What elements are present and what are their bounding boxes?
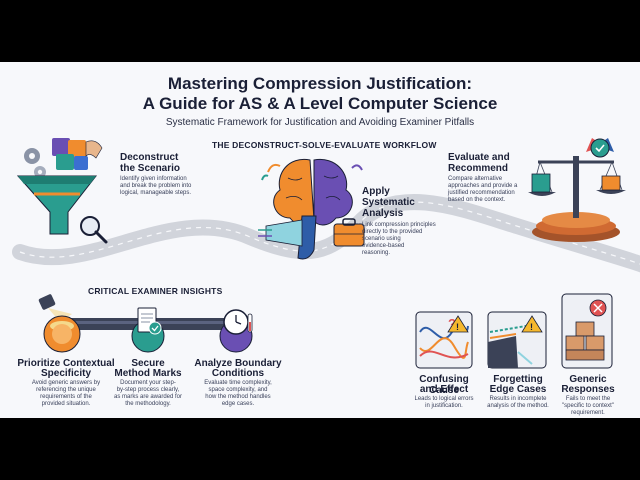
step-apply-desc-line3: scenario using [362, 236, 401, 242]
step-apply-desc-line5: reasoning. [362, 250, 391, 256]
insight-method-desc-line4: the methodology. [125, 401, 171, 407]
spotlight-icon [38, 294, 72, 322]
step-deconstruct-title-line1: Deconstruct [120, 152, 179, 163]
insight-boundary-desc-line4: edge cases. [221, 401, 255, 407]
cliff-edge-icon: ! [487, 311, 547, 369]
pitfall-generic-desc-line3: requirement. [571, 410, 605, 416]
pitfall-generic-title-line2: Responses [561, 384, 615, 395]
insight-contextual-title-line2: Specificity [40, 368, 92, 379]
funnel-puzzle-icon [16, 138, 108, 244]
step-evaluate-desc-line1: Compare alternative [448, 176, 503, 182]
insight-contextual-desc-line2: referencing the unique [36, 387, 96, 393]
generic-boxes-icon [561, 293, 613, 369]
insight-method-desc-line2: by-step process clearly, [116, 387, 180, 393]
step-evaluate-title-line2: Recommend [448, 163, 509, 174]
step-evaluate-title-line1: Evaluate and [448, 152, 510, 163]
step-apply-desc-line1: Link compression principles [362, 222, 436, 228]
insight-contextual-desc-line4: provided situation. [41, 401, 91, 407]
pitfall-cause-effect-title-line1: Confusing Cause [419, 374, 469, 396]
insight-method-desc-line3: as marks are awarded for [113, 394, 183, 400]
step-evaluate-desc-line3: justified recommendation [448, 190, 515, 196]
insight-boundary-desc-line3: how the method handles [205, 394, 271, 400]
boundary-clock-icon [219, 309, 253, 353]
insight-boundary-desc-line2: space complexity, and [208, 387, 268, 393]
pitfall-cause-effect-desc-line2: in justification. [425, 403, 463, 409]
brain-analysis-icon [258, 158, 365, 260]
pitfall-cause-effect-title-line2: and Effect [419, 384, 469, 395]
step-apply-title-line3: Analysis [362, 208, 404, 219]
insight-method-desc-line1: Document your step- [120, 380, 176, 386]
pitfall-generic-title-line1: Generic [569, 374, 607, 385]
insight-contextual-desc-line3: requirements of the [40, 394, 92, 400]
balance-scale-icon [528, 138, 626, 242]
svg-text:!: ! [456, 322, 459, 332]
step-deconstruct-title-line2: the Scenario [120, 163, 181, 174]
infographic-canvas: Mastering Compression Justification: A G… [0, 62, 640, 418]
step-apply-title-line2: Systematic [362, 197, 415, 208]
insight-method-title-line1: Secure [131, 358, 165, 369]
insight-contextual-title-line1: Prioritize Contextual [17, 358, 115, 369]
page-subtitle: Systematic Framework for Justification a… [165, 117, 475, 128]
insight-boundary-title-line2: Conditions [211, 368, 265, 379]
insight-method-title-line2: Method Marks [114, 368, 182, 379]
contextual-pedestal-icon [43, 315, 81, 353]
pitfall-cause-effect-desc-line1: Leads to logical errors [414, 396, 474, 402]
letterbox-bottom [0, 418, 640, 480]
step-deconstruct-desc-line2: and break the problem into [120, 183, 192, 189]
step-evaluate-desc-line4: based on the context. [448, 197, 506, 203]
letterbox-top [0, 0, 640, 62]
pitfall-edge-cases-desc-line1: Results in incomplete [489, 396, 547, 402]
pitfall-edge-cases-desc-line2: analysis of the method. [487, 403, 549, 409]
pitfall-generic-desc-line2: "specific to context" [562, 403, 614, 409]
insight-boundary-desc-line1: Evaluate time complexity, [204, 380, 272, 386]
step-apply-desc-line2: directly to the provided [362, 229, 423, 235]
insight-contextual-desc-line1: Avoid generic answers by [31, 380, 101, 386]
workflow-heading: THE DECONSTRUCT-SOLVE-EVALUATE WORKFLOW [212, 140, 437, 150]
workflow-road [12, 194, 640, 273]
page-title-line2: A Guide for AS & A Level Computer Scienc… [142, 94, 498, 113]
step-apply-desc-line4: evidence-based [362, 243, 405, 249]
step-deconstruct-desc-line3: logical, manageable steps. [120, 190, 192, 196]
step-deconstruct-desc-line1: Identify given information [120, 176, 187, 182]
page-title-line1: Mastering Compression Justification: [167, 74, 473, 93]
svg-text:!: ! [530, 322, 533, 332]
pitfall-edge-cases-title-line2: Edge Cases [489, 384, 547, 395]
insights-heading: CRITICAL EXAMINER INSIGHTS [88, 286, 223, 296]
tangled-wires-icon: ? ! [415, 311, 473, 369]
step-apply-title-line1: Apply [362, 186, 390, 197]
method-marks-icon [131, 307, 165, 353]
step-evaluate-desc-line2: approaches and provide a [448, 183, 518, 189]
insight-boundary-title-line1: Analyze Boundary [194, 358, 282, 369]
pitfall-edge-cases-title-line1: Forgetting [493, 374, 543, 385]
svg-text:?: ? [448, 316, 456, 331]
pitfall-generic-desc-line1: Fails to meet the [565, 396, 611, 402]
